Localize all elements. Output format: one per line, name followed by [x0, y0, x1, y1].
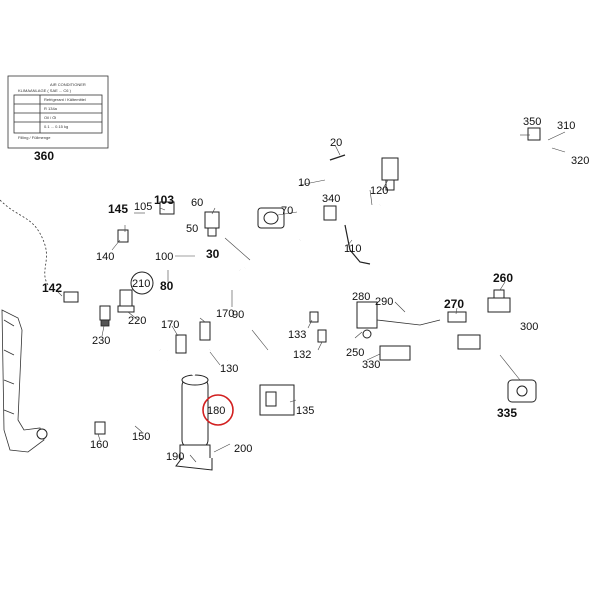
callout-270: 270 [444, 297, 464, 311]
callout-ring-180 [202, 394, 234, 426]
callout-335: 335 [497, 406, 517, 420]
valve-335 [507, 379, 537, 403]
callout-103: 103 [154, 193, 174, 207]
callout-ring-210 [130, 271, 154, 295]
callout-105: 105 [134, 201, 152, 213]
callout-150: 150 [132, 431, 150, 443]
callout-142: 142 [42, 281, 62, 295]
decal-line-2: R 134a [44, 106, 58, 111]
callout-170-left: 170 [161, 319, 179, 331]
callout-90: 90 [232, 309, 244, 321]
decal-title: AIR CONDITIONER [50, 82, 86, 87]
hose-110 [299, 203, 381, 265]
callout-320: 320 [571, 155, 589, 167]
sensor-280 [356, 301, 441, 339]
condenser-edge [0, 199, 49, 453]
leader-lines [55, 131, 566, 463]
callout-160: 160 [90, 439, 108, 451]
callout-60: 60 [191, 197, 203, 209]
callout-330: 330 [362, 359, 380, 371]
receiver-drier-180 [159, 348, 213, 471]
callout-280: 280 [352, 291, 370, 303]
callout-80: 80 [160, 279, 174, 293]
callout-360: 360 [34, 149, 54, 163]
callout-100: 100 [155, 251, 173, 263]
suction-line-300 [379, 146, 579, 361]
decal-subtitle: KLIMAANLAGE ( SAE ... C6 ) [18, 88, 72, 93]
sensor-210 [117, 289, 135, 313]
decal-line-5: Filling / Füllmenge [18, 135, 51, 140]
callout-145: 145 [108, 202, 128, 216]
bolt-340 [323, 205, 337, 221]
cap-132-133 [309, 311, 327, 343]
callout-135: 135 [296, 405, 314, 417]
decal-line-1: Refrigerant / Kältemittel [44, 97, 86, 102]
callout-10: 10 [298, 177, 310, 189]
block-135 [259, 384, 295, 416]
decal-line-4: 0.1 ... 0.15 kg [44, 124, 68, 129]
callout-340: 340 [322, 193, 340, 205]
callout-20: 20 [330, 137, 342, 149]
callout-230: 230 [92, 335, 110, 347]
callout-140: 140 [96, 251, 114, 263]
callout-220: 220 [128, 315, 146, 327]
connector-270 [447, 311, 467, 323]
callout-130: 130 [220, 363, 238, 375]
callout-132: 132 [293, 349, 311, 361]
callout-30: 30 [206, 247, 220, 261]
hose-10 [244, 154, 346, 270]
callout-290: 290 [375, 296, 393, 308]
decal-line-3: Oil / Öl [44, 115, 56, 120]
callout-133: 133 [288, 329, 306, 341]
callout-350: 350 [523, 116, 541, 128]
ac-decal-label: AIR CONDITIONER KLIMAANLAGE ( SAE ... C6… [7, 75, 109, 163]
callout-310: 310 [557, 120, 575, 132]
hose-150 [94, 359, 172, 435]
clamp-170 [175, 321, 211, 354]
callout-260: 260 [493, 271, 513, 285]
switch-60 [204, 211, 220, 237]
callout-110: 110 [344, 243, 362, 255]
callout-210: 210 [132, 278, 150, 290]
callout-170-right: 170 [216, 308, 234, 320]
nut-350 [527, 127, 541, 141]
hose-90 [209, 260, 366, 352]
callout-labels: 20 10 70 340 120 110 60 50 145 105 103 1… [42, 116, 589, 463]
callout-70: 70 [281, 205, 293, 217]
callout-250: 250 [346, 347, 364, 359]
callout-300: 300 [520, 321, 538, 333]
bracket-70 [257, 207, 285, 229]
callout-120: 120 [370, 185, 388, 197]
callout-190: 190 [166, 451, 184, 463]
callout-180: 180 [207, 405, 225, 417]
switch-230 [99, 305, 111, 327]
callout-50: 50 [186, 223, 198, 235]
plug-260 [487, 289, 511, 313]
hose-30-80 [159, 201, 241, 272]
valve-120 [381, 157, 399, 191]
hose-140 [63, 229, 129, 303]
callout-200: 200 [234, 443, 252, 455]
